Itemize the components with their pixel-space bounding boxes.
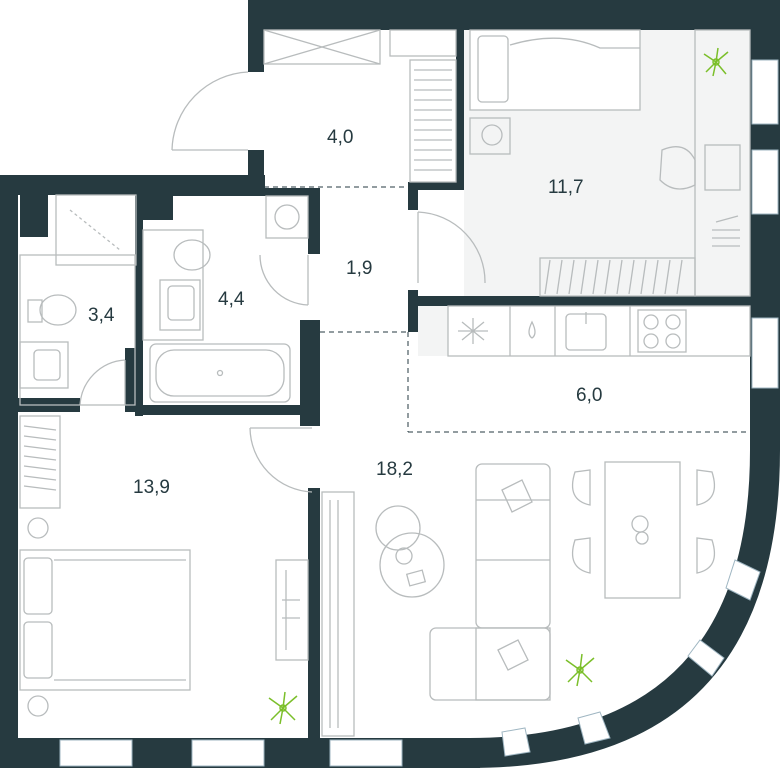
area-wc: 3,4	[88, 305, 115, 326]
windows	[59, 59, 779, 767]
bedroom-small-furniture	[469, 29, 751, 297]
area-bedroom-small: 11,7	[548, 177, 584, 198]
sofa-icon	[429, 627, 551, 701]
door-swing-icon	[171, 71, 249, 151]
sink-icon	[159, 279, 201, 331]
door-swing-icon	[249, 427, 313, 493]
area-bathroom: 4,4	[218, 289, 245, 310]
toilet-icon	[173, 239, 211, 271]
stove-icon	[637, 309, 687, 353]
shower-icon	[55, 194, 137, 266]
plant-icon	[268, 691, 298, 725]
coffee-table-icon	[379, 532, 445, 598]
plant-icon	[565, 653, 595, 687]
washing-machine-icon	[265, 195, 309, 239]
plant-icon	[703, 47, 729, 77]
dining-table-icon	[604, 461, 681, 599]
door-swing-icon	[417, 211, 486, 284]
desk-chair-icon	[659, 146, 696, 190]
wc-furniture	[19, 194, 137, 406]
area-kitchen: 6,0	[576, 385, 602, 406]
bedside-table-icon	[481, 124, 503, 146]
wardrobe	[263, 29, 457, 183]
bathtub-icon	[149, 343, 291, 403]
doors	[79, 71, 486, 493]
door-swing-icon	[79, 359, 126, 406]
zone-boundaries	[264, 186, 750, 433]
living-room-furniture	[321, 461, 716, 737]
area-bedroom-main: 13,9	[133, 477, 170, 498]
door-swing-icon	[259, 254, 309, 306]
sofa-icon	[475, 463, 551, 629]
bedroom-main-furniture	[19, 415, 309, 725]
bathroom-furniture	[142, 195, 309, 403]
bed-icon	[19, 549, 191, 691]
kitchen-furniture	[447, 305, 751, 357]
sink-icon	[19, 341, 69, 389]
bed-icon	[469, 29, 641, 111]
area-hall: 1,9	[346, 258, 372, 279]
toilet-icon	[39, 294, 77, 326]
area-labels: 4,0 11,7 1,9 3,4 4,4 6,0 13,9 18,2	[88, 127, 602, 498]
area-corridor: 4,0	[327, 127, 353, 148]
area-living-room: 18,2	[376, 459, 413, 480]
